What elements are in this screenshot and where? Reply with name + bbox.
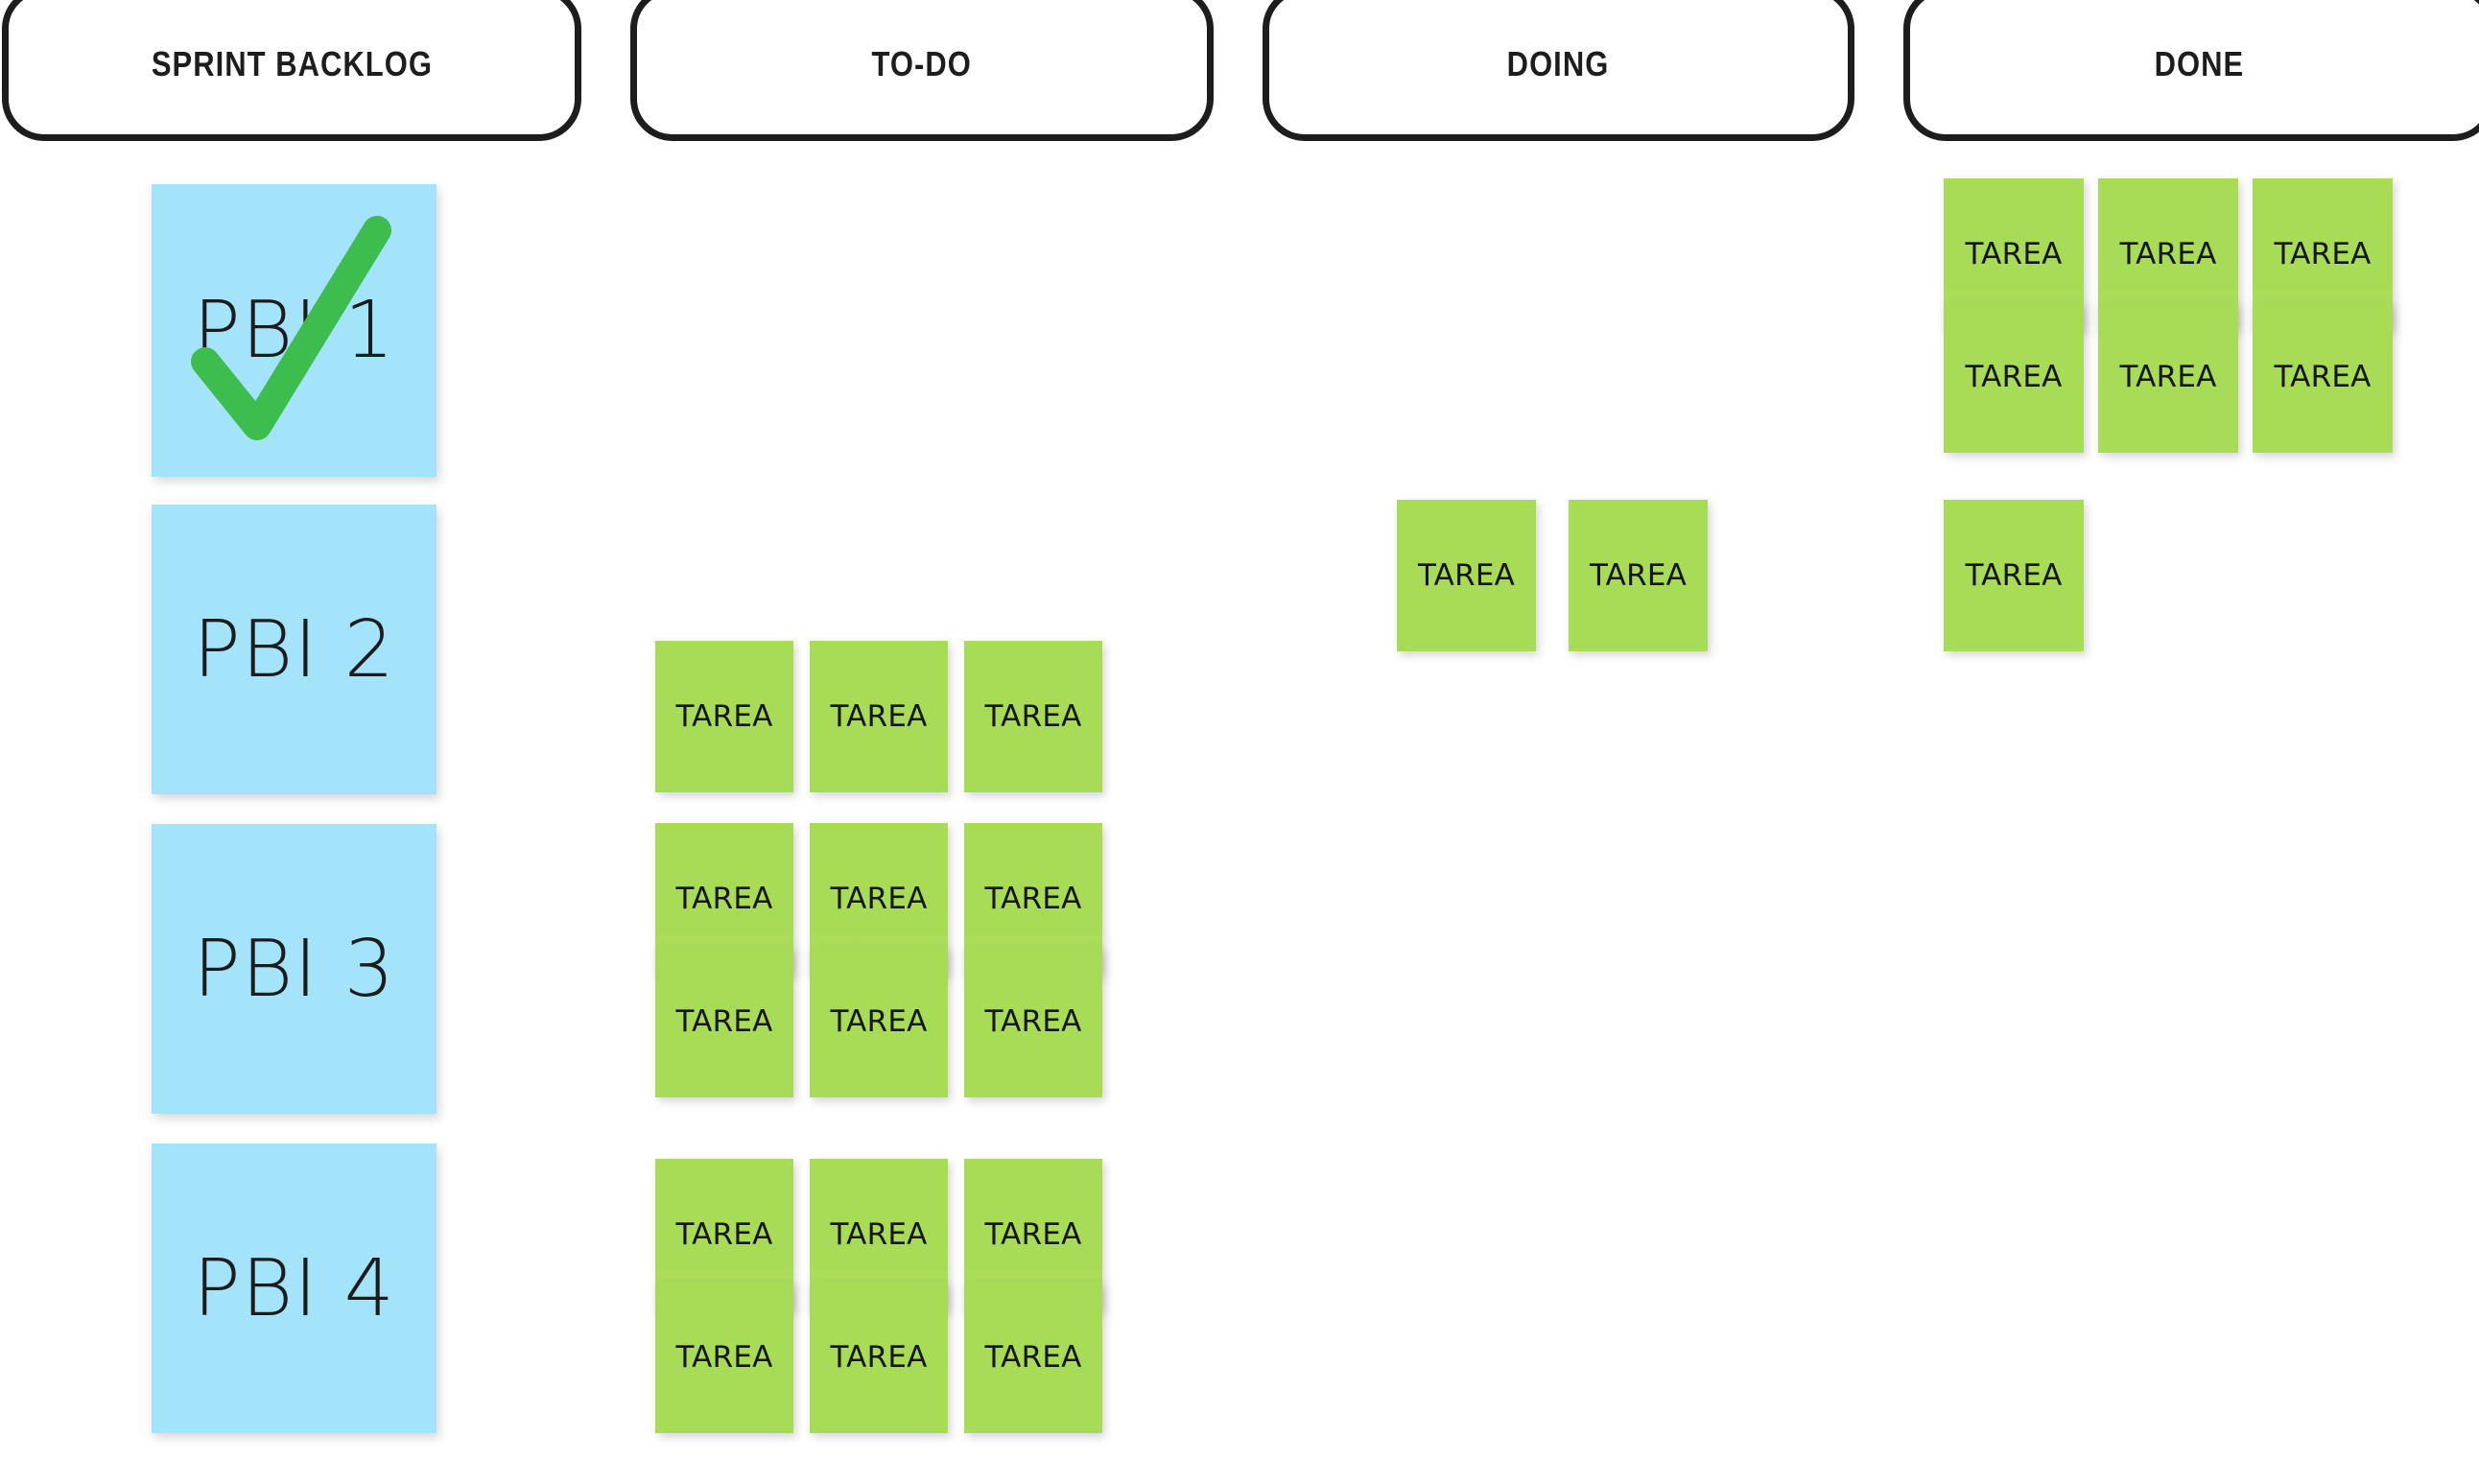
- task-card[interactable]: TAREA: [1397, 500, 1536, 651]
- task-card-label: TAREA: [984, 882, 1082, 916]
- task-card[interactable]: TAREA: [964, 1282, 1102, 1433]
- task-card-label: TAREA: [984, 1340, 1082, 1375]
- task-card[interactable]: TAREA: [964, 641, 1102, 792]
- task-card[interactable]: TAREA: [2253, 301, 2393, 453]
- task-card[interactable]: TAREA: [2098, 301, 2238, 453]
- task-card-label: TAREA: [1965, 237, 2063, 271]
- task-card-label: TAREA: [830, 1004, 928, 1039]
- task-card-label: TAREA: [984, 1004, 1082, 1039]
- task-card-label: TAREA: [830, 1340, 928, 1375]
- task-card[interactable]: TAREA: [655, 946, 793, 1097]
- pbi-card[interactable]: PBI 1: [152, 184, 437, 477]
- task-card[interactable]: TAREA: [810, 946, 948, 1097]
- pbi-card-label: PBI 2: [193, 603, 395, 695]
- task-card[interactable]: TAREA: [810, 1282, 948, 1433]
- pbi-card[interactable]: PBI 4: [152, 1143, 437, 1433]
- task-card-label: TAREA: [2119, 360, 2217, 394]
- pbi-card-label: PBI 3: [193, 923, 395, 1015]
- task-card-label: TAREA: [1965, 360, 2063, 394]
- task-card-label: TAREA: [675, 699, 773, 734]
- task-card[interactable]: TAREA: [655, 1282, 793, 1433]
- task-card[interactable]: TAREA: [1944, 301, 2084, 453]
- task-card-label: TAREA: [675, 1340, 773, 1375]
- task-card-label: TAREA: [675, 1004, 773, 1039]
- task-card[interactable]: TAREA: [1569, 500, 1708, 651]
- column-header-to-do[interactable]: TO-DO: [630, 0, 1214, 141]
- column-header-label: DOING: [1507, 43, 1610, 83]
- task-card-label: TAREA: [2274, 360, 2372, 394]
- task-card[interactable]: TAREA: [964, 946, 1102, 1097]
- task-card[interactable]: TAREA: [655, 641, 793, 792]
- task-card-label: TAREA: [830, 699, 928, 734]
- column-header-label: TO-DO: [871, 43, 973, 83]
- column-header-label: DONE: [2154, 43, 2245, 83]
- column-header-label: SPRINT BACKLOG: [151, 43, 433, 83]
- task-card-label: TAREA: [1965, 558, 2063, 593]
- task-card-label: TAREA: [2274, 237, 2372, 271]
- task-card-label: TAREA: [830, 1217, 928, 1252]
- task-card-label: TAREA: [830, 882, 928, 916]
- task-card[interactable]: TAREA: [810, 641, 948, 792]
- pbi-card-label: PBI 4: [193, 1242, 395, 1334]
- task-card-label: TAREA: [984, 699, 1082, 734]
- task-card-label: TAREA: [1589, 558, 1688, 593]
- column-header-sprint-backlog[interactable]: SPRINT BACKLOG: [2, 0, 581, 141]
- column-header-done[interactable]: DONE: [1903, 0, 2479, 141]
- column-header-doing[interactable]: DOING: [1263, 0, 1854, 141]
- task-card-label: TAREA: [984, 1217, 1082, 1252]
- pbi-card[interactable]: PBI 2: [152, 505, 437, 794]
- task-card-label: TAREA: [2119, 237, 2217, 271]
- pbi-card-label: PBI 1: [193, 285, 395, 376]
- task-card[interactable]: TAREA: [1944, 500, 2084, 651]
- task-card-label: TAREA: [1417, 558, 1516, 593]
- task-card-label: TAREA: [675, 1217, 773, 1252]
- pbi-card[interactable]: PBI 3: [152, 824, 437, 1114]
- task-card-label: TAREA: [675, 882, 773, 916]
